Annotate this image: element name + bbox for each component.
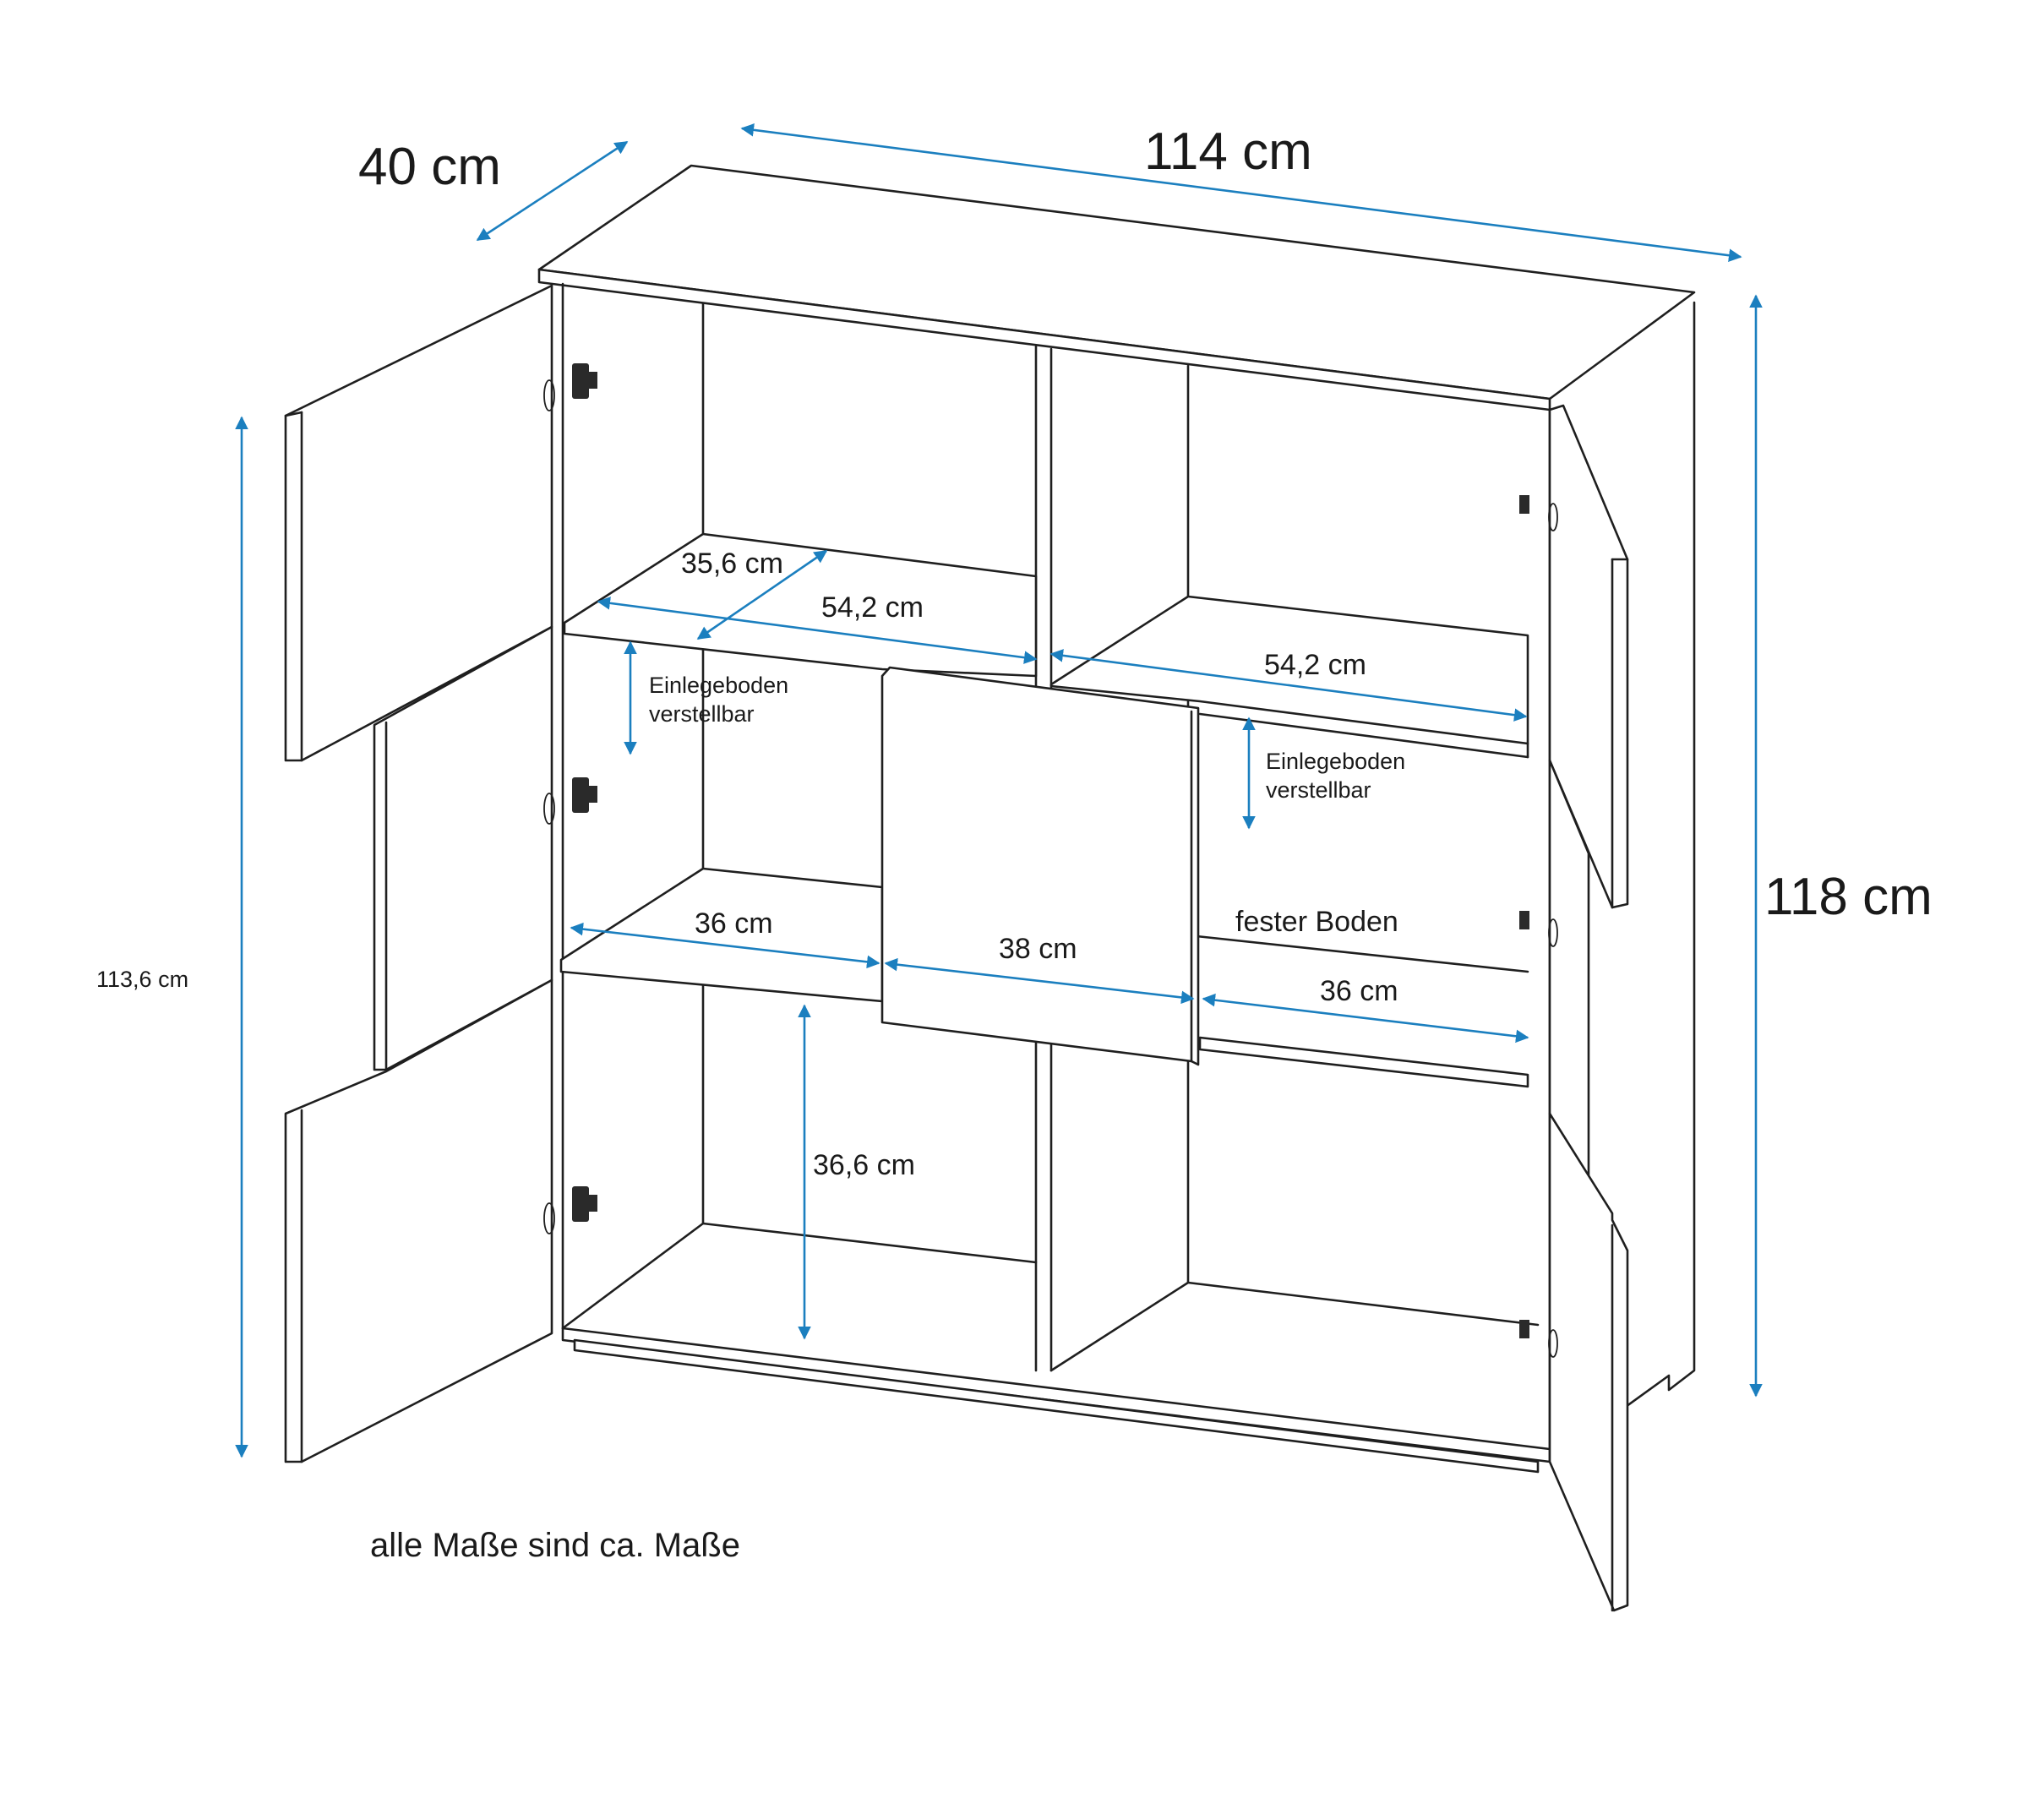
adjustable-shelf-right-label-2: verstellbar — [1266, 777, 1371, 803]
bottom-board — [561, 1327, 1551, 1463]
hinge-icon — [1519, 495, 1558, 531]
hinge-icon — [1519, 1320, 1558, 1358]
shelf-middle-right — [1198, 1036, 1529, 1088]
width-arrow — [740, 123, 1742, 262]
shelf-upper-left — [563, 532, 1038, 678]
compartment-height-label: 36,6 cm — [813, 1149, 915, 1181]
right-door-lower — [1548, 1112, 1629, 1612]
shelf-depth-label: 35,6 cm — [681, 548, 783, 580]
depth-label: 40 cm — [358, 138, 501, 196]
adjustable-shelf-right-label-1: Einlegeboden — [1266, 749, 1405, 774]
right-compartment-width-label: 36 cm — [1320, 975, 1398, 1007]
left-compartment-width-label: 36 cm — [695, 907, 773, 940]
left-compartment-arrow — [570, 922, 880, 969]
adjustable-shelf-left-label-1: Einlegeboden — [649, 673, 788, 698]
dimension-arrows — [235, 123, 1763, 1458]
center-door-width-label: 38 cm — [999, 933, 1077, 965]
top-board — [537, 164, 1696, 401]
footnote: alle Maße sind ca. Maße — [370, 1527, 740, 1564]
height-label: 118 cm — [1764, 868, 1933, 926]
cabinet-body — [284, 164, 1696, 1612]
left-door-lower — [284, 978, 553, 1463]
shelf-width-right-arrow — [1049, 649, 1528, 722]
hinge-icons — [543, 363, 1558, 1358]
center-door-arrow — [884, 957, 1195, 1005]
dimension-labels: 40 cm 114 cm 118 cm 113,6 cm 35,6 cm 54,… — [96, 123, 1933, 1564]
center-door — [880, 666, 1200, 1066]
depth-arrow — [476, 140, 629, 242]
adjustable-shelf-left-label-2: verstellbar — [649, 701, 755, 727]
width-label: 114 cm — [1144, 123, 1312, 181]
hinge-icon — [1519, 911, 1558, 947]
shelf-width-left-arrow — [597, 597, 1038, 664]
shelf-width-left-label: 54,2 cm — [821, 591, 924, 624]
hinge-icon — [543, 777, 597, 825]
door-height-label: 113,6 cm — [96, 967, 188, 992]
right-compartment-arrow — [1202, 993, 1529, 1044]
plinth — [573, 1338, 1540, 1474]
hinge-icon — [543, 363, 597, 411]
hinge-icon — [543, 1186, 597, 1234]
shelf-width-right-label: 54,2 cm — [1264, 649, 1366, 681]
left-door-upper — [284, 284, 553, 762]
fixed-shelf-label: fester Boden — [1235, 906, 1398, 938]
